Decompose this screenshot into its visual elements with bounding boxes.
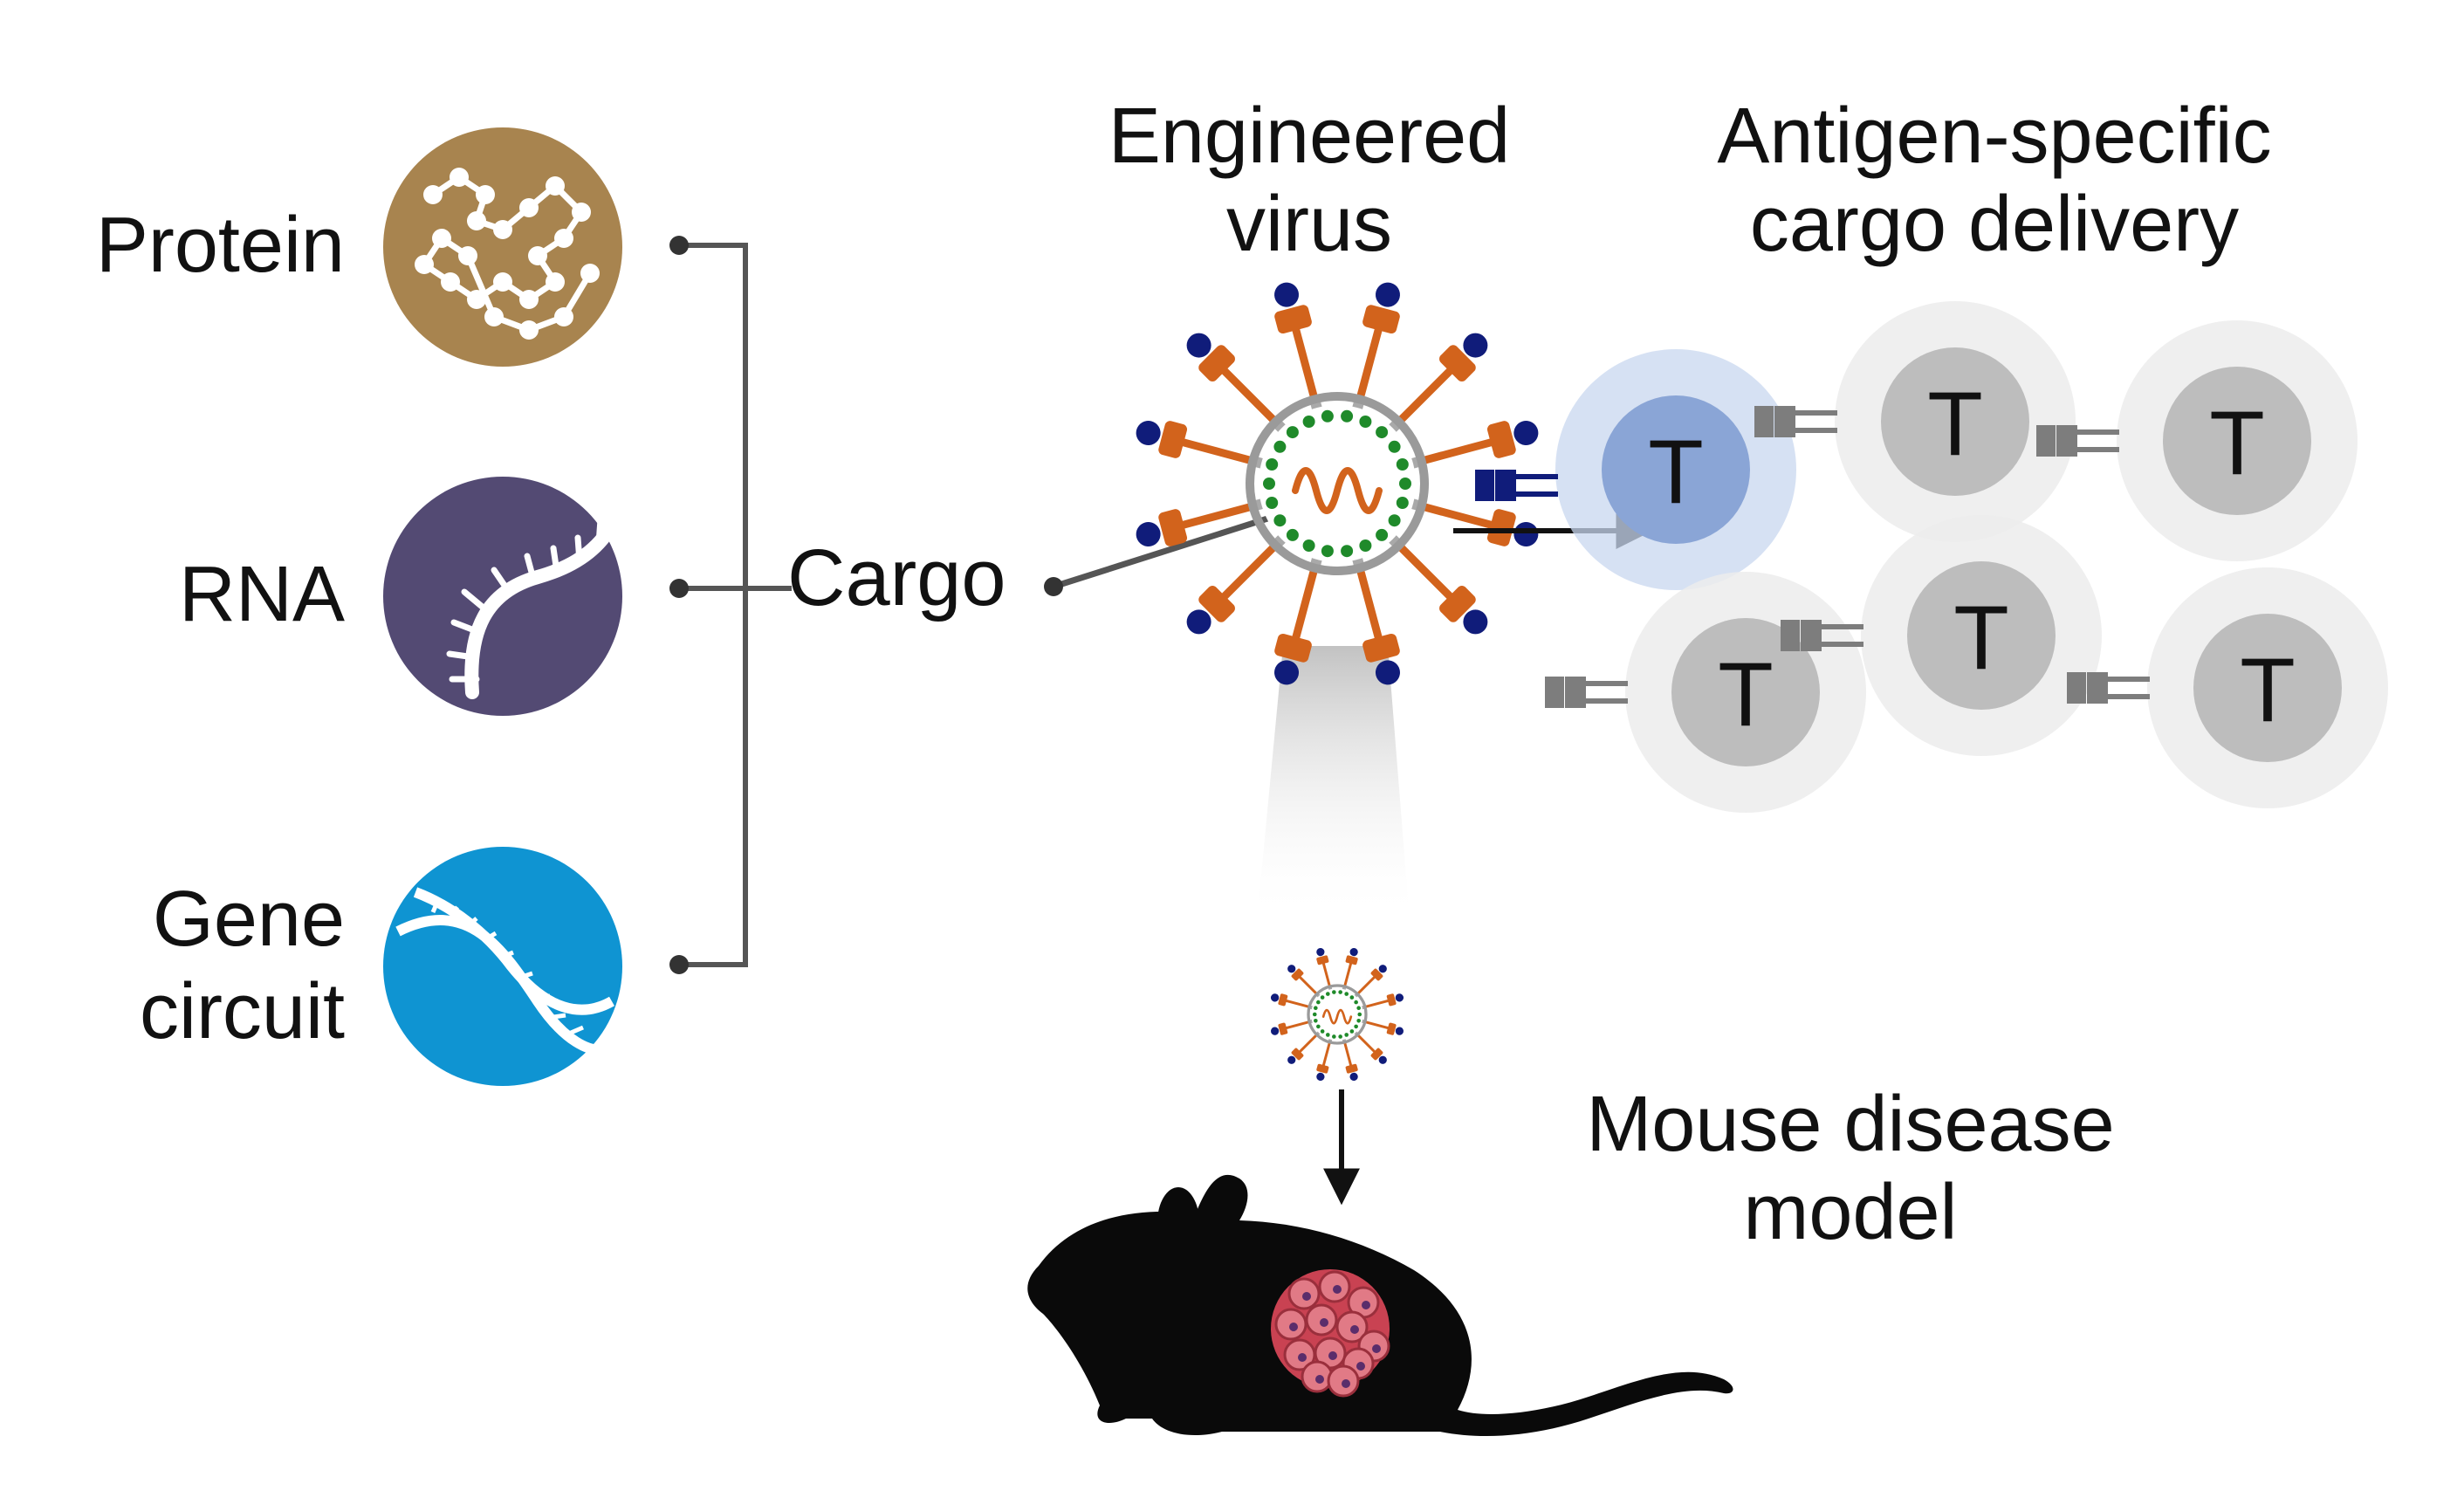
rna-icon bbox=[383, 477, 623, 716]
t-cell-label: T bbox=[2240, 640, 2296, 741]
engineered-virus-small bbox=[1267, 945, 1407, 1084]
delivery-label: Antigen-specific cargo delivery bbox=[1717, 93, 2272, 268]
zoom-beam bbox=[1257, 646, 1410, 921]
receptor-icon bbox=[1781, 620, 1863, 651]
t-cell-3: T bbox=[1545, 572, 1866, 813]
mouse-model-label: Mouse disease model bbox=[1586, 1081, 2115, 1256]
receptor-icon bbox=[2036, 425, 2119, 457]
t-cell-5: T bbox=[2067, 567, 2388, 808]
t-cell-label: T bbox=[1953, 588, 2009, 689]
bracket-node-rna bbox=[669, 579, 689, 598]
receptor-icon bbox=[1545, 677, 1628, 708]
cargo-node bbox=[1044, 577, 1063, 596]
receptor-icon bbox=[1475, 470, 1558, 501]
t-cell-label: T bbox=[1648, 422, 1704, 523]
virus-label: Engineered virus bbox=[1108, 93, 1511, 268]
protein-icon bbox=[383, 127, 622, 367]
bracket-node-gene bbox=[669, 955, 689, 974]
gene-circuit-label: Gene circuit bbox=[139, 876, 345, 1056]
t-cell-label: T bbox=[1718, 644, 1774, 746]
cargo-label: Cargo bbox=[787, 533, 1006, 622]
t-cell-2: T bbox=[2036, 320, 2358, 561]
rna-label: RNA bbox=[178, 551, 345, 638]
receptor-icon bbox=[1754, 406, 1837, 437]
t-cell-1: T bbox=[1754, 301, 2076, 542]
receptor-icon bbox=[2067, 672, 2150, 704]
t-cell-4: T bbox=[1781, 515, 2102, 756]
protein-label: Protein bbox=[95, 202, 345, 289]
bracket-node-protein bbox=[669, 236, 689, 255]
t-cell-label: T bbox=[2209, 393, 2265, 494]
tumor-mass bbox=[1271, 1269, 1390, 1398]
cargo-bracket bbox=[679, 243, 792, 967]
t-cell-target: T bbox=[1475, 349, 1796, 590]
t-cell-label: T bbox=[1927, 374, 1983, 475]
gene-circuit-icon bbox=[383, 847, 622, 1086]
